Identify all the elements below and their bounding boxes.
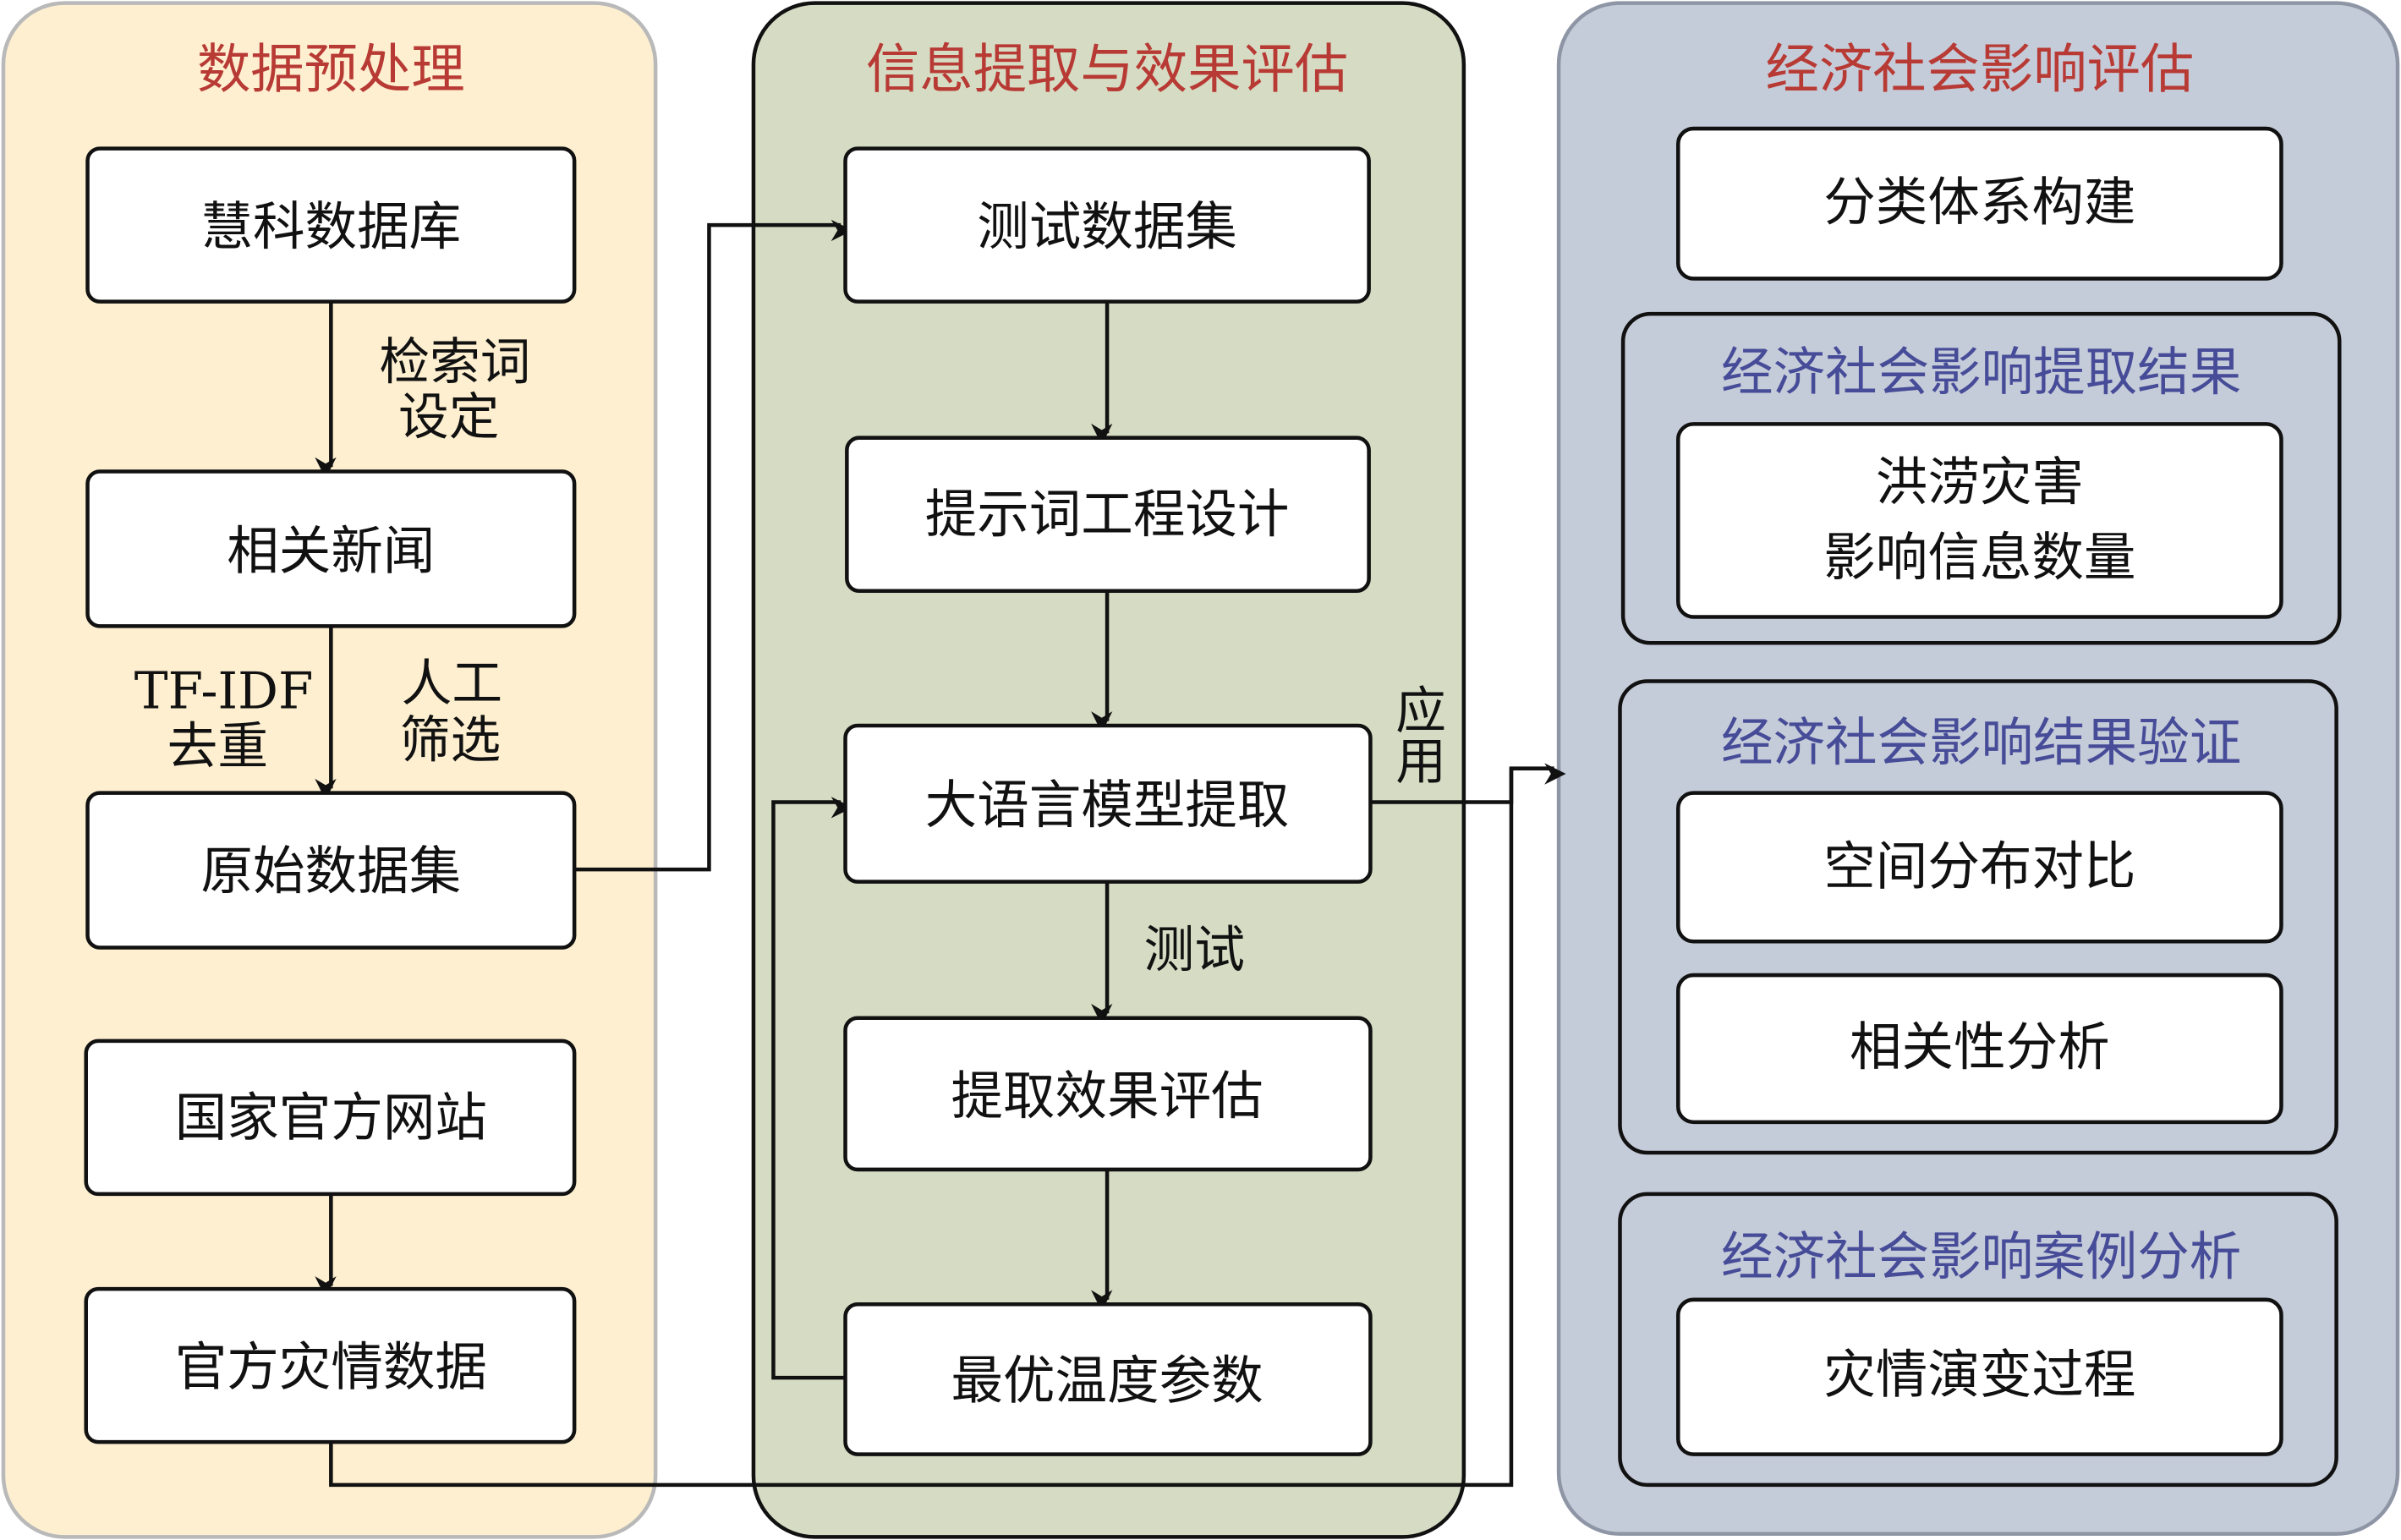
svg-text:国家官方网站: 国家官方网站: [175, 1087, 487, 1148]
label-search-terms: 设定: [398, 389, 499, 447]
svg-text:经济社会影响案例分析: 经济社会影响案例分析: [1721, 1226, 2241, 1287]
label-test: 测试: [1144, 922, 1245, 980]
label-dedup: 去重: [167, 718, 268, 776]
box-optimal-temperature: 最优温度参数: [843, 1302, 1373, 1456]
svg-text:分类体系构建: 分类体系构建: [1823, 172, 2135, 233]
box-llm-extraction: 大语言模型提取: [843, 723, 1373, 884]
label-manual: 人工: [402, 655, 502, 714]
box-extraction-evaluation: 提取效果评估: [843, 1016, 1373, 1172]
box-huike-database: 慧科数据库: [85, 146, 577, 304]
box-raw-dataset: 原始数据集: [85, 791, 577, 950]
box-related-news: 相关新闻: [85, 469, 577, 628]
connectors: [315, 219, 1566, 1488]
group-result-validation: 经济社会影响结果验证 空间分布对比 相关性分析: [1618, 679, 2338, 1155]
panel-title: 数据预处理: [197, 37, 465, 100]
box-flood-impact: 影响信息数量: [1823, 527, 2135, 588]
box-disaster-evolution: 灾情演变过程: [1823, 1345, 2135, 1406]
label-tfidf: TF-IDF: [134, 663, 314, 721]
group-case-analysis: 经济社会影响案例分析 灾情演变过程: [1618, 1192, 2338, 1488]
group-extraction-results: 经济社会影响提取结果 洪涝灾害 影响信息数量: [1620, 311, 2342, 645]
box-flood-impact: 洪涝灾害: [1876, 452, 2084, 512]
label-search-terms: 检索词: [379, 334, 530, 392]
svg-text:慧科数据库: 慧科数据库: [201, 196, 462, 257]
svg-text:官方灾情数据: 官方灾情数据: [175, 1336, 487, 1397]
box-prompt-engineering: 提示词工程设计: [845, 436, 1371, 593]
box-spatial-comparison: 空间分布对比: [1823, 836, 2135, 897]
svg-text:最优温度参数: 最优温度参数: [951, 1351, 1263, 1411]
label-filter: 筛选: [400, 712, 501, 770]
svg-text:原始数据集: 原始数据集: [201, 841, 462, 902]
svg-text:相关新闻: 相关新闻: [227, 521, 435, 582]
box-official-websites: 国家官方网站: [84, 1039, 577, 1197]
box-official-disaster-data: 官方灾情数据: [84, 1286, 577, 1444]
svg-text:测试数据集: 测试数据集: [977, 196, 1237, 257]
svg-text:提示词工程设计: 提示词工程设计: [925, 484, 1290, 545]
svg-text:经济社会影响结果验证: 经济社会影响结果验证: [1721, 712, 2241, 773]
label-apply: 应: [1395, 682, 1446, 741]
box-correlation-analysis: 相关性分析: [1850, 1017, 2110, 1077]
panel-title: 信息提取与效果评估: [866, 37, 1348, 100]
svg-text:大语言模型提取: 大语言模型提取: [925, 775, 1290, 836]
panel-title: 经济社会影响评估: [1765, 37, 2194, 100]
label-apply: 用: [1395, 733, 1446, 792]
box-test-dataset: 测试数据集: [843, 146, 1371, 304]
svg-text:经济社会影响提取结果: 经济社会影响提取结果: [1721, 342, 2241, 403]
box-classification-system: 分类体系构建: [1676, 126, 2283, 281]
svg-text:提取效果评估: 提取效果评估: [951, 1066, 1263, 1126]
